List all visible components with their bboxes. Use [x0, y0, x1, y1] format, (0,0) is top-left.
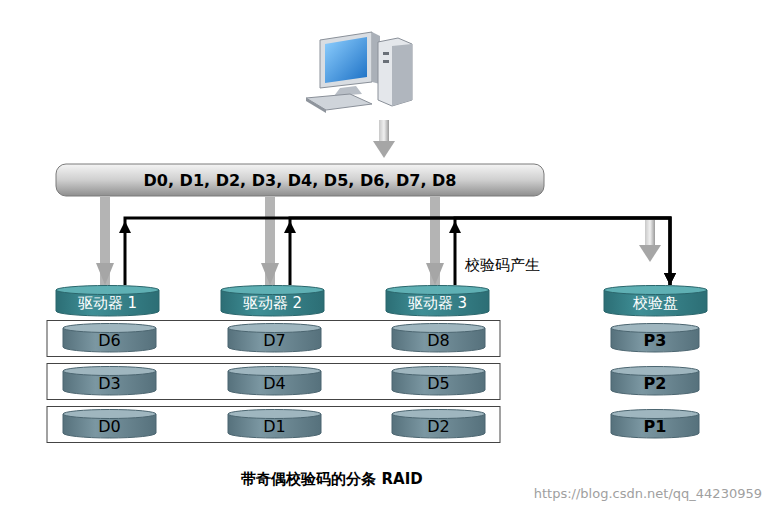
- block-label: D6: [98, 331, 121, 350]
- drive-label: 驱动器 3: [408, 294, 467, 313]
- text-holder: 驱动器 1: [55, 285, 160, 317]
- text-holder: D0: [62, 409, 157, 439]
- parity-line: [455, 218, 670, 285]
- parity-line: [125, 218, 670, 285]
- data-arrow: [639, 220, 661, 262]
- block-label: P3: [644, 331, 667, 350]
- data-disk: D4: [227, 366, 322, 396]
- text-holder: D2: [391, 409, 486, 439]
- text-holder: 驱动器 3: [385, 285, 490, 317]
- text-holder: D0, D1, D2, D3, D4, D5, D6, D7, D8: [55, 163, 545, 197]
- drive-label: 驱动器 2: [243, 294, 302, 313]
- text-holder: P1: [610, 409, 700, 439]
- data-flow-arrow: [430, 197, 440, 285]
- drive-header: 校验盘: [603, 285, 708, 317]
- cylinder-top: [604, 286, 707, 295]
- data-flow-arrow: [265, 197, 275, 285]
- block-label: D3: [98, 374, 121, 393]
- block-label: D7: [263, 331, 286, 350]
- block-label: D1: [263, 417, 286, 436]
- text-holder: D1: [227, 409, 322, 439]
- text-holder: D7: [227, 323, 322, 353]
- block-label: D8: [427, 331, 450, 350]
- text-holder: 驱动器 2: [220, 285, 325, 317]
- data-bus: D0, D1, D2, D3, D4, D5, D6, D7, D8: [55, 163, 545, 197]
- block-label: P1: [644, 417, 667, 436]
- block-label: P2: [644, 374, 667, 393]
- block-label: D2: [427, 417, 450, 436]
- text-holder: 校验盘: [603, 285, 708, 317]
- parity-disk: P1: [610, 409, 700, 439]
- drive-label: 驱动器 1: [78, 294, 137, 313]
- data-disk: D7: [227, 323, 322, 353]
- data-disk: D3: [62, 366, 157, 396]
- cylinder-body: [221, 290, 324, 316]
- text-holder: P2: [610, 366, 700, 396]
- data-disk: D1: [227, 409, 322, 439]
- parity-disk: P3: [610, 323, 700, 353]
- text-holder: D8: [391, 323, 486, 353]
- bus-bar: [56, 164, 544, 196]
- watermark: https://blog.csdn.net/qq_44230959: [534, 486, 762, 501]
- cylinder-top: [221, 286, 324, 295]
- data-disk: D2: [391, 409, 486, 439]
- cylinder-body: [386, 290, 489, 316]
- drive-label: 校验盘: [633, 294, 678, 313]
- block-label: D5: [427, 374, 450, 393]
- data-disk: D0: [62, 409, 157, 439]
- text-holder: D5: [391, 366, 486, 396]
- data-arrow: [373, 120, 395, 158]
- computer-icon: [306, 32, 412, 113]
- data-disk: D8: [391, 323, 486, 353]
- drive-header: 驱动器 3: [385, 285, 490, 317]
- text-holder: D6: [62, 323, 157, 353]
- text-holder: D4: [227, 366, 322, 396]
- cylinder-body: [604, 290, 707, 316]
- text-holder: P3: [610, 323, 700, 353]
- cylinder-body: [56, 290, 159, 316]
- edge-label: 校验码产生: [463, 256, 542, 275]
- data-flow-arrow: [100, 197, 110, 285]
- text-holder: D3: [62, 366, 157, 396]
- parity-disk: P2: [610, 366, 700, 396]
- bus-label: D0, D1, D2, D3, D4, D5, D6, D7, D8: [144, 171, 457, 190]
- drive-header: 驱动器 2: [220, 285, 325, 317]
- cylinder-top: [386, 286, 489, 295]
- parity-line: [290, 218, 670, 285]
- stripe-row: [47, 321, 500, 443]
- data-disk: D6: [62, 323, 157, 353]
- cylinder-top: [56, 286, 159, 295]
- drive-header: 驱动器 1: [55, 285, 160, 317]
- block-label: D4: [263, 374, 286, 393]
- block-label: D0: [98, 417, 121, 436]
- data-disk: D5: [391, 366, 486, 396]
